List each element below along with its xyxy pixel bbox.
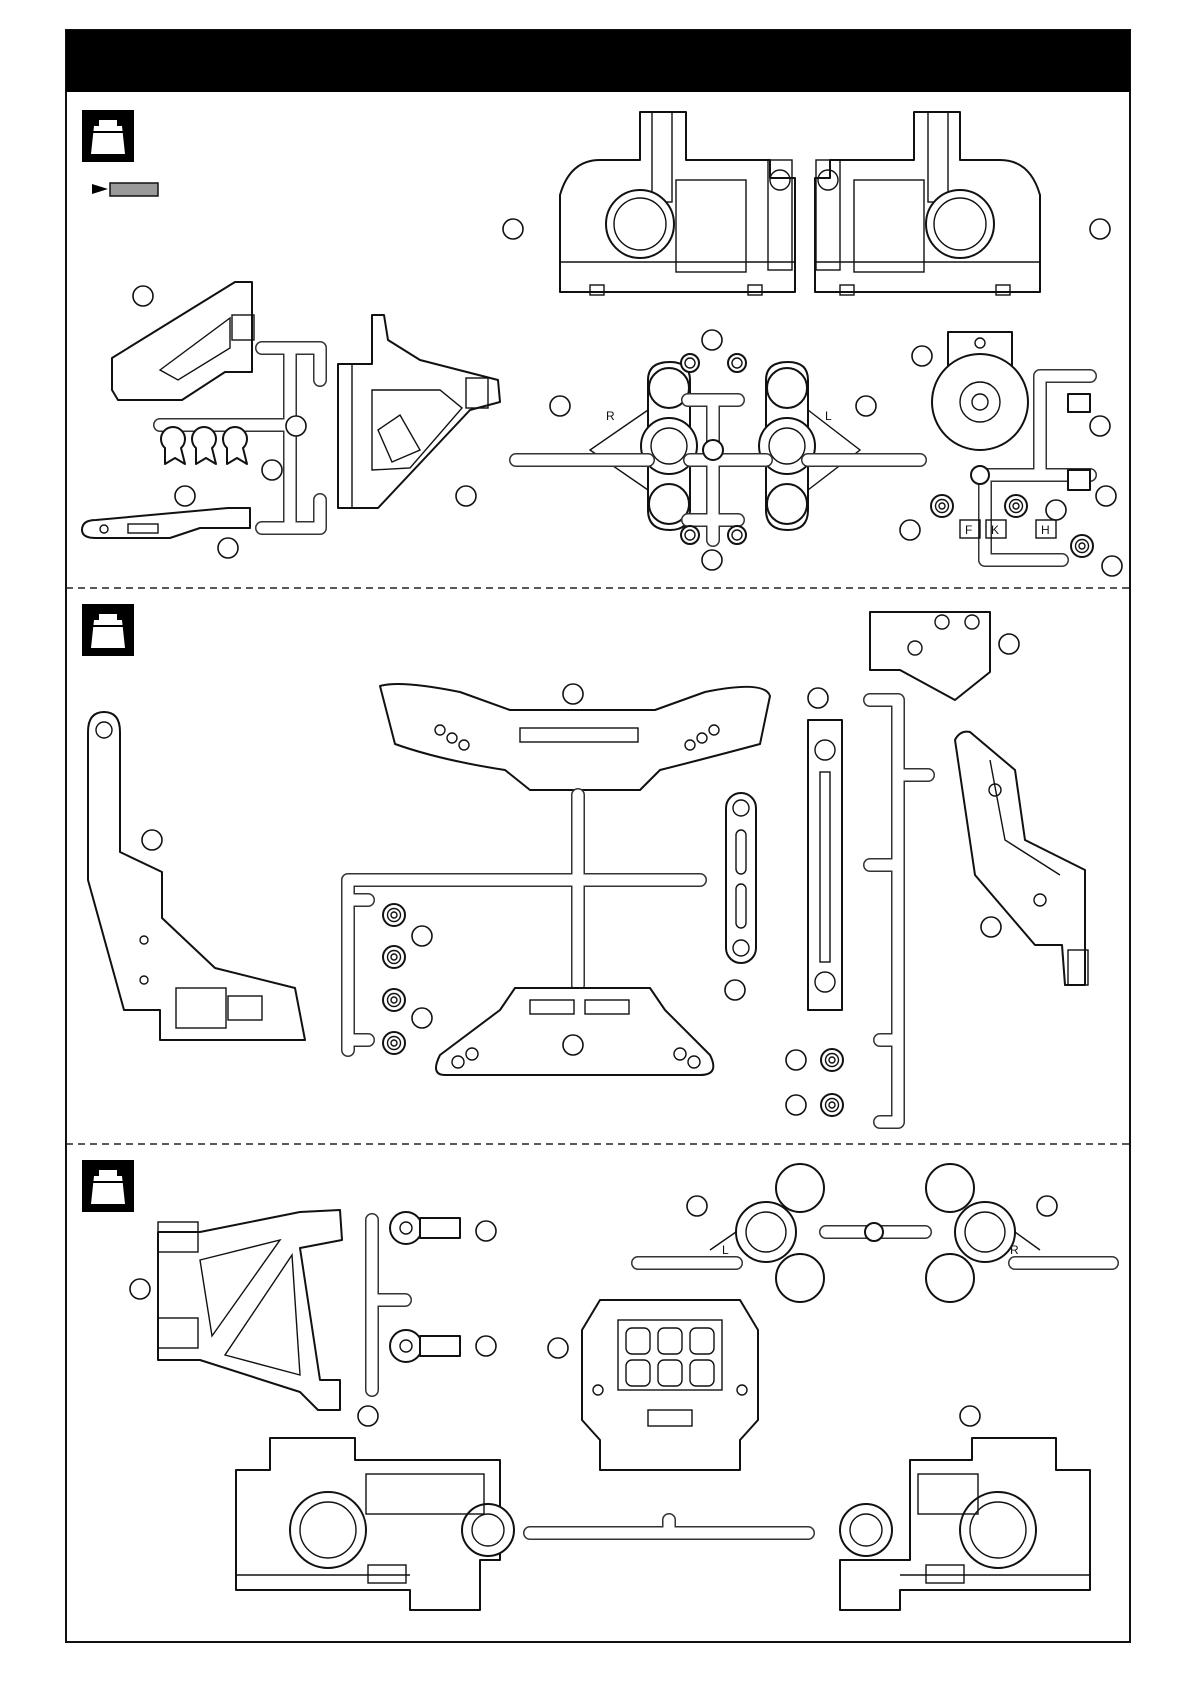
label-l: L <box>825 409 832 423</box>
bag-icon <box>82 1160 134 1212</box>
label-h: H <box>1041 523 1050 537</box>
link-bar <box>726 793 756 963</box>
bag-icon <box>82 604 134 656</box>
small-link <box>82 508 250 538</box>
side-tower <box>955 732 1088 985</box>
label-r: R <box>606 409 615 423</box>
shock-tower-bottom <box>436 988 713 1075</box>
knuckle-left: L <box>759 362 860 530</box>
section-2-parts <box>88 612 1088 1122</box>
e-clips <box>161 427 247 464</box>
suspension-arm <box>158 1210 342 1410</box>
servo-saver <box>932 332 1028 450</box>
gearbox-left-half <box>560 112 795 295</box>
hub-left: L <box>710 1164 824 1302</box>
bag-icon <box>82 110 134 162</box>
section-1-parts: R L <box>82 112 1122 576</box>
lower-bracket <box>338 315 500 508</box>
gearbox-bottom-left <box>236 1438 514 1610</box>
label-hub-l: L <box>722 1243 729 1257</box>
long-link <box>808 720 842 1010</box>
rod-ends <box>390 1212 460 1362</box>
gearbox-bottom-right <box>840 1438 1090 1610</box>
hub-right: R <box>926 1164 1040 1302</box>
section-3-parts: L R <box>130 1164 1112 1610</box>
header-bar <box>66 30 1130 92</box>
knuckle-right: R <box>590 362 697 530</box>
label-f: F <box>965 523 972 537</box>
arrow-marker-icon <box>92 183 158 196</box>
bulkhead <box>582 1300 758 1470</box>
small-bracket <box>870 612 990 700</box>
label-hub-r: R <box>1010 1243 1019 1257</box>
gearbox-right-half <box>815 112 1040 295</box>
label-k: K <box>991 523 999 537</box>
rear-tower <box>88 712 305 1040</box>
